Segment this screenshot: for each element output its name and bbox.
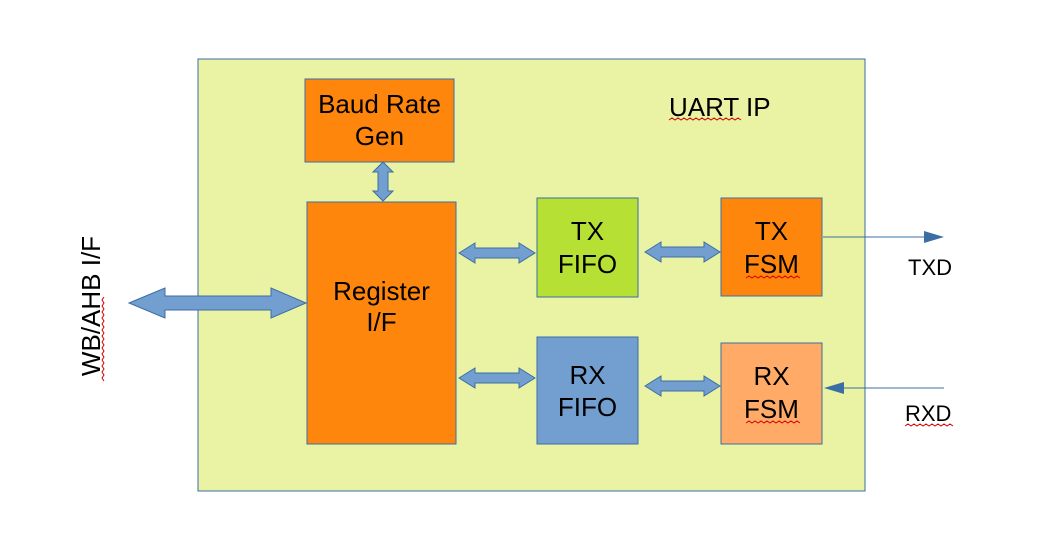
txd-arrowhead — [924, 231, 944, 243]
tx-fsm-line2: FSM — [744, 249, 799, 279]
txfifo-txfsm-arrow — [644, 241, 721, 263]
rxd-label: RXD — [905, 401, 951, 426]
bus-register-arrow — [127, 287, 308, 319]
register-if-line1: Register — [333, 276, 430, 306]
rxfifo-rxfsm-arrow — [644, 375, 721, 397]
baud-rate-gen-line2: Gen — [355, 121, 404, 151]
tx-fsm-line1: TX — [755, 216, 788, 246]
rx-fsm-line1: RX — [753, 361, 789, 391]
rxd-arrowhead — [824, 382, 844, 394]
register-if-block — [306, 201, 457, 445]
rx-fifo-line1: RX — [569, 360, 605, 390]
spellcheck-underline — [668, 117, 742, 121]
bus-label-group: WB/AHB I/F — [76, 236, 106, 382]
rx-fifo-line2: FIFO — [558, 392, 617, 422]
baud-rate-gen-block — [304, 78, 455, 163]
spellcheck-underline — [745, 275, 801, 279]
tx-fsm-block — [720, 197, 823, 297]
tx-fifo-line2: FIFO — [558, 249, 617, 279]
spellcheck-underline — [101, 296, 105, 382]
rx-fifo-block — [536, 336, 639, 445]
spellcheck-underline — [904, 423, 954, 427]
baud-register-arrow — [371, 161, 395, 202]
register-rxfifo-arrow — [458, 367, 536, 389]
rx-fsm-block — [720, 342, 823, 445]
baud-rate-gen-line1: Baud Rate — [318, 89, 441, 119]
txd-label: TXD — [908, 255, 952, 280]
bus-label: WB/AHB I/F — [76, 236, 106, 376]
spellcheck-underline — [745, 420, 801, 424]
register-txfifo-arrow — [458, 242, 536, 264]
tx-fifo-line1: TX — [571, 216, 604, 246]
register-if-line2: I/F — [366, 307, 396, 337]
rx-fsm-line2: FSM — [744, 394, 799, 424]
container-title: UART IP — [669, 92, 771, 122]
tx-fifo-block — [536, 197, 639, 298]
